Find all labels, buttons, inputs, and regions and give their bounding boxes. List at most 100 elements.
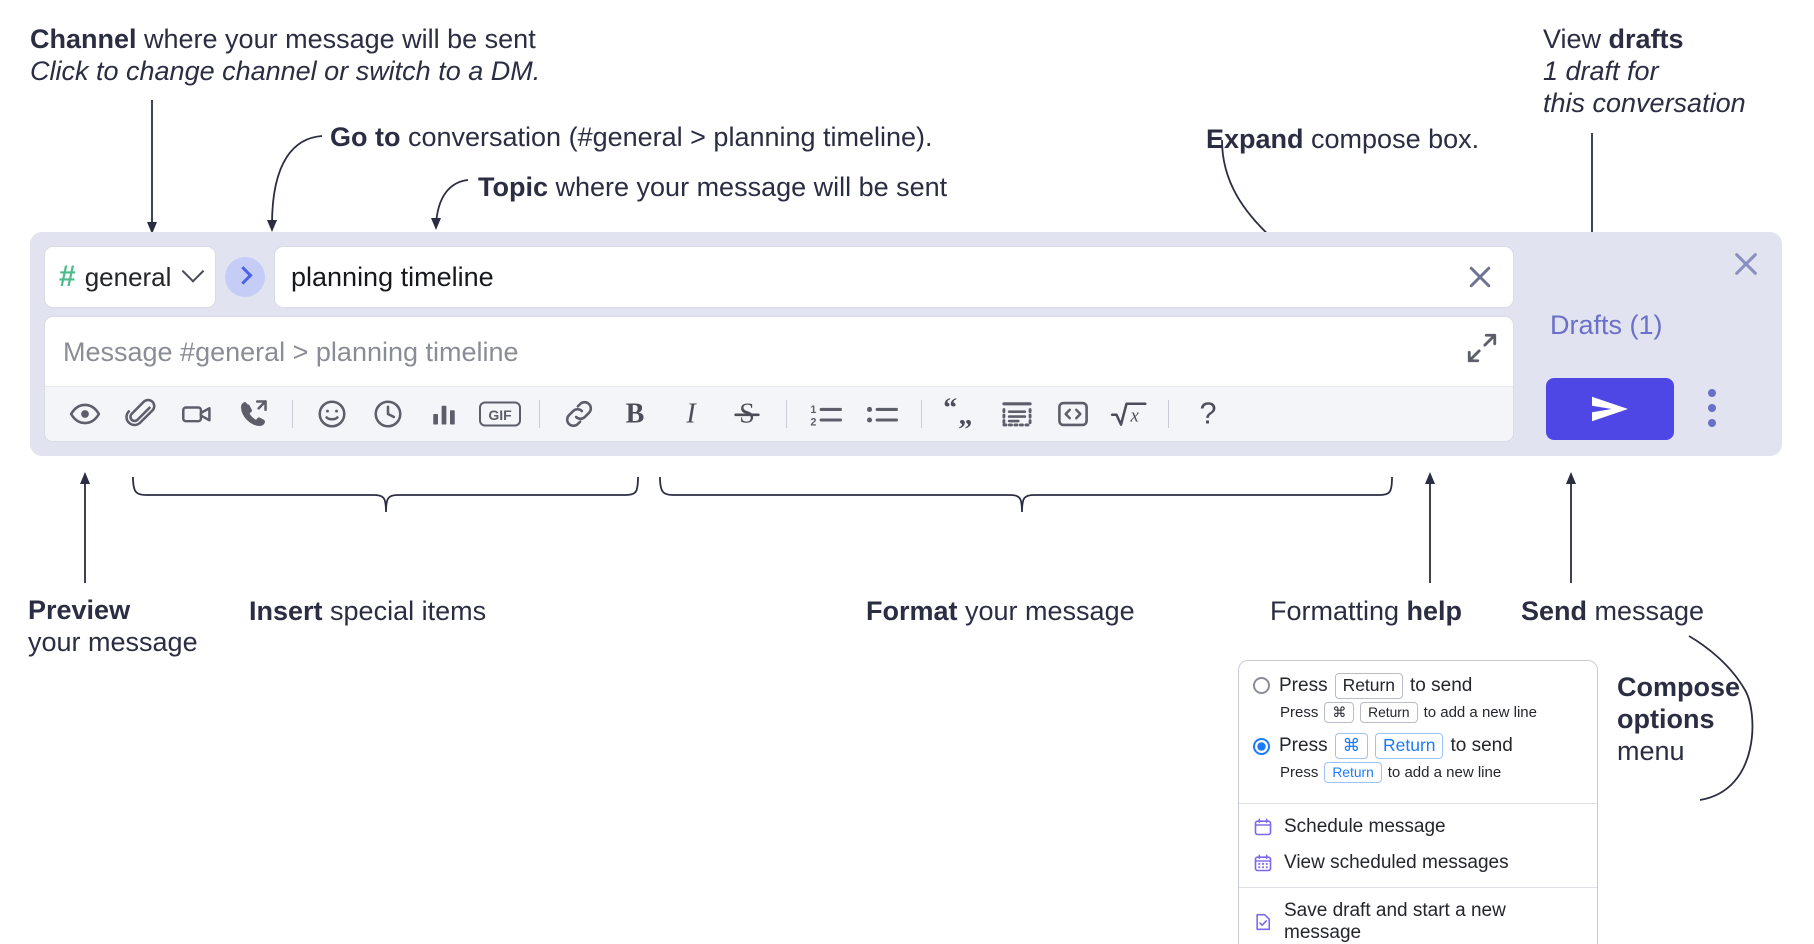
italic-icon[interactable]: I	[663, 392, 719, 436]
preview-icon[interactable]	[57, 392, 113, 436]
arrowhead-send	[1566, 472, 1576, 484]
arrowhead-help	[1425, 472, 1435, 484]
compose-box-container: # general planning timeline	[30, 232, 1782, 456]
send-button[interactable]	[1546, 378, 1674, 440]
hash-icon: #	[59, 260, 76, 293]
option2-suffix: to send	[1450, 735, 1513, 756]
radio-selected[interactable]	[1253, 737, 1270, 755]
annotation-channel-bold: Channel	[30, 24, 137, 54]
expand-icon[interactable]	[1465, 331, 1499, 365]
menu-item-save-draft[interactable]: Save draft and start a new message	[1239, 893, 1597, 944]
svg-text:B: B	[626, 399, 645, 430]
annotation-compose-options-bold2: options	[1617, 703, 1715, 734]
annotation-help-lead: Formatting	[1270, 596, 1407, 626]
bulleted-list-icon[interactable]	[854, 392, 910, 436]
formatting-toolbar: GIF B	[45, 386, 1513, 441]
annotation-topic-bold: Topic	[478, 172, 548, 202]
link-icon[interactable]	[551, 392, 607, 436]
key-return: Return	[1324, 761, 1382, 784]
key-command: ⌘	[1324, 701, 1355, 724]
annotation-compose-options-bold1: Compose	[1617, 672, 1741, 702]
blockquote-icon[interactable]: “ „	[933, 392, 989, 436]
bold-icon[interactable]: B	[607, 392, 663, 436]
message-placeholder: Message #general > planning timeline	[63, 337, 519, 367]
menu-divider	[1239, 887, 1597, 889]
toolbar-separator	[1168, 400, 1169, 428]
message-input-area[interactable]: Message #general > planning timeline	[44, 316, 1514, 442]
brace-format	[659, 476, 1393, 513]
svg-text:“: “	[943, 398, 957, 424]
send-option-cmd-return[interactable]: Press ⌘ Return to send	[1253, 733, 1583, 759]
toolbar-separator	[292, 400, 293, 428]
option1-sub-suffix: to add a new line	[1423, 703, 1537, 721]
menu-item-schedule-message[interactable]: Schedule message	[1239, 809, 1597, 845]
annotation-preview-bold: Preview	[28, 595, 131, 625]
menu-item-label: Schedule message	[1284, 816, 1446, 838]
arrowhead-goto	[267, 220, 277, 232]
arrowhead-preview	[80, 472, 90, 484]
annotation-drafts-bold: drafts	[1608, 24, 1684, 54]
annotation-help: Formatting help	[1270, 596, 1462, 628]
arrowhead-topic	[431, 218, 441, 230]
video-icon[interactable]	[169, 392, 225, 436]
compose-options-menu: Press Return to send Press ⌘ Return to a…	[1238, 660, 1598, 944]
help-icon[interactable]: ?	[1180, 392, 1236, 436]
toolbar-separator	[786, 400, 787, 428]
annotation-goto: Go to conversation (#general > planning …	[330, 122, 933, 154]
menu-divider	[1239, 803, 1597, 805]
annotation-compose-options: Compose options menu	[1617, 672, 1740, 768]
annotation-expand-bold: Expand	[1206, 124, 1304, 154]
math-icon[interactable]: x	[1101, 392, 1157, 436]
drafts-link[interactable]: Drafts (1)	[1550, 310, 1663, 340]
annotation-insert-rest: special items	[322, 596, 487, 626]
channel-name-label: general	[84, 261, 172, 292]
annotation-format-rest: your message	[957, 596, 1135, 626]
close-icon[interactable]	[1730, 248, 1762, 280]
option2-sub-prefix: Press	[1280, 764, 1319, 782]
svg-text:?: ?	[1199, 398, 1216, 430]
key-return: Return	[1334, 673, 1404, 699]
annotation-compose-options-rest: menu	[1617, 735, 1685, 766]
annotation-expand: Expand compose box.	[1206, 124, 1479, 156]
gif-icon[interactable]: GIF	[472, 392, 528, 436]
radio-unselected[interactable]	[1253, 677, 1270, 695]
channel-selector[interactable]: # general	[44, 246, 216, 308]
annotation-format-bold: Format	[866, 596, 958, 626]
annotation-send-bold: Send	[1521, 596, 1588, 626]
annotation-help-bold: help	[1406, 596, 1463, 626]
call-forward-icon[interactable]	[225, 392, 281, 436]
key-return: Return	[1375, 733, 1444, 759]
code-block-icon[interactable]	[989, 392, 1045, 436]
close-icon[interactable]	[1465, 262, 1495, 292]
svg-text:2: 2	[810, 416, 816, 428]
poll-icon[interactable]	[416, 392, 472, 436]
calendar-icon	[1254, 818, 1272, 836]
toolbar-separator	[539, 400, 540, 428]
svg-text:I: I	[685, 399, 697, 430]
clock-icon[interactable]	[360, 392, 416, 436]
annotation-expand-rest: compose box.	[1303, 124, 1480, 154]
annotation-preview: Preview your message	[28, 595, 198, 659]
goto-conversation-wrapper	[216, 246, 274, 308]
leader-goto	[271, 135, 323, 226]
send-icon	[1592, 396, 1628, 422]
annotation-drafts-lead: View	[1543, 24, 1609, 54]
toolbar-separator	[921, 400, 922, 428]
menu-item-view-scheduled-messages[interactable]: View scheduled messages	[1239, 845, 1597, 881]
attachment-icon[interactable]	[113, 392, 169, 436]
goto-conversation-button[interactable]	[225, 257, 265, 297]
strikethrough-icon[interactable]: S	[719, 392, 775, 436]
more-options-icon[interactable]	[1700, 388, 1724, 428]
emoji-icon[interactable]	[304, 392, 360, 436]
topic-input[interactable]: planning timeline	[274, 246, 1514, 308]
annotation-channel-sub: Click to change channel or switch to a D…	[30, 55, 541, 86]
inline-code-icon[interactable]	[1045, 392, 1101, 436]
ordered-list-icon[interactable]: 1 2	[798, 392, 854, 436]
option2-prefix: Press	[1279, 735, 1328, 756]
annotation-channel-rest: where your message will be sent	[136, 24, 536, 54]
send-option-return[interactable]: Press Return to send	[1253, 673, 1583, 699]
annotation-format: Format your message	[866, 596, 1135, 628]
compose-header-row: # general planning timeline	[44, 246, 1514, 308]
annotation-topic: Topic where your message will be sent	[478, 172, 947, 204]
send-option-cmd-return-hint: Press Return to add a new line	[1280, 761, 1583, 784]
